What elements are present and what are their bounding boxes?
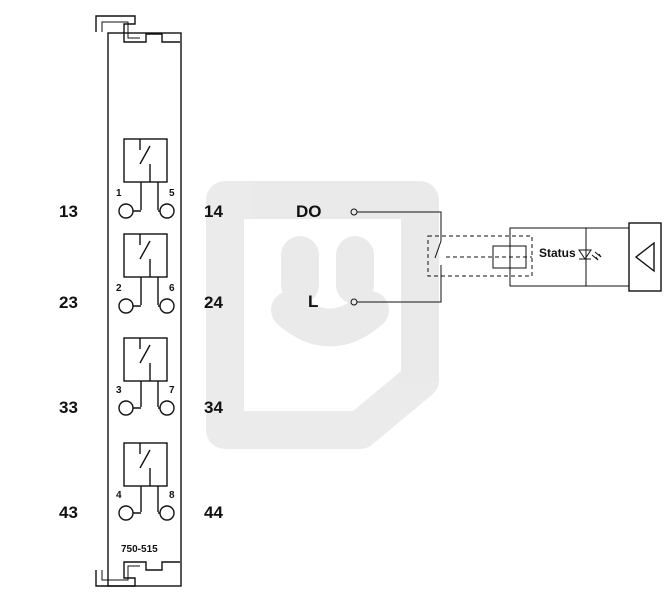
pin-number-a: 1 — [116, 188, 122, 199]
relay-switch-contact — [434, 240, 442, 259]
left-terminal-label: 13 — [59, 202, 78, 221]
relay-channel-3: 3 7 33 34 — [59, 337, 223, 417]
terminal-clamp-a — [118, 505, 134, 521]
watermark-logo — [206, 181, 439, 449]
pin-number-b: 8 — [169, 490, 175, 501]
bus-triangle-icon — [634, 241, 655, 273]
do-label: DO — [296, 202, 322, 221]
status-label: Status — [539, 246, 576, 260]
terminal-clamp-a — [118, 298, 134, 314]
pin-number-b: 5 — [169, 188, 175, 199]
fieldbus-connector — [628, 222, 662, 292]
relay-contact-box — [123, 233, 168, 278]
relay-contact-box — [123, 337, 168, 382]
relay-contact-box — [123, 442, 168, 487]
relay-dashed-enclosure — [427, 235, 533, 277]
left-terminal-label: 23 — [59, 293, 78, 312]
right-terminal-label: 14 — [204, 202, 223, 221]
right-terminal-label: 24 — [204, 293, 223, 312]
relay-channel-1: 1 5 13 14 — [59, 138, 223, 221]
terminal-clamp-a — [118, 400, 134, 416]
pin-number-b: 6 — [169, 283, 175, 294]
terminal-clamp-b — [159, 400, 175, 416]
switch-contact-icon — [139, 139, 151, 182]
relay-channel-2: 2 6 23 24 — [59, 233, 223, 314]
terminal-clamp-b — [159, 505, 175, 521]
terminal-clamp-b — [159, 298, 175, 314]
l-label: L — [308, 292, 318, 311]
pin-number-a: 3 — [116, 385, 122, 396]
part-number: 750-515 — [121, 544, 158, 555]
terminal-clamp-b — [159, 203, 175, 219]
output-schematic: DO L Status — [296, 202, 662, 311]
right-terminal-label: 34 — [204, 398, 223, 417]
relay-channel-4: 4 8 43 44 — [59, 442, 223, 522]
switch-contact-icon — [139, 234, 151, 277]
relay-contact-box — [123, 138, 168, 183]
pin-number-a: 2 — [116, 283, 122, 294]
module-housing — [95, 15, 182, 587]
right-terminal-label: 44 — [204, 503, 223, 522]
left-terminal-label: 43 — [59, 503, 78, 522]
switch-contact-icon — [139, 443, 151, 486]
pin-number-a: 4 — [116, 490, 122, 501]
pin-number-b: 7 — [169, 385, 175, 396]
terminal-clamp-a — [118, 203, 134, 219]
left-terminal-label: 33 — [59, 398, 78, 417]
switch-contact-icon — [139, 338, 151, 381]
status-led-icon — [578, 249, 602, 261]
